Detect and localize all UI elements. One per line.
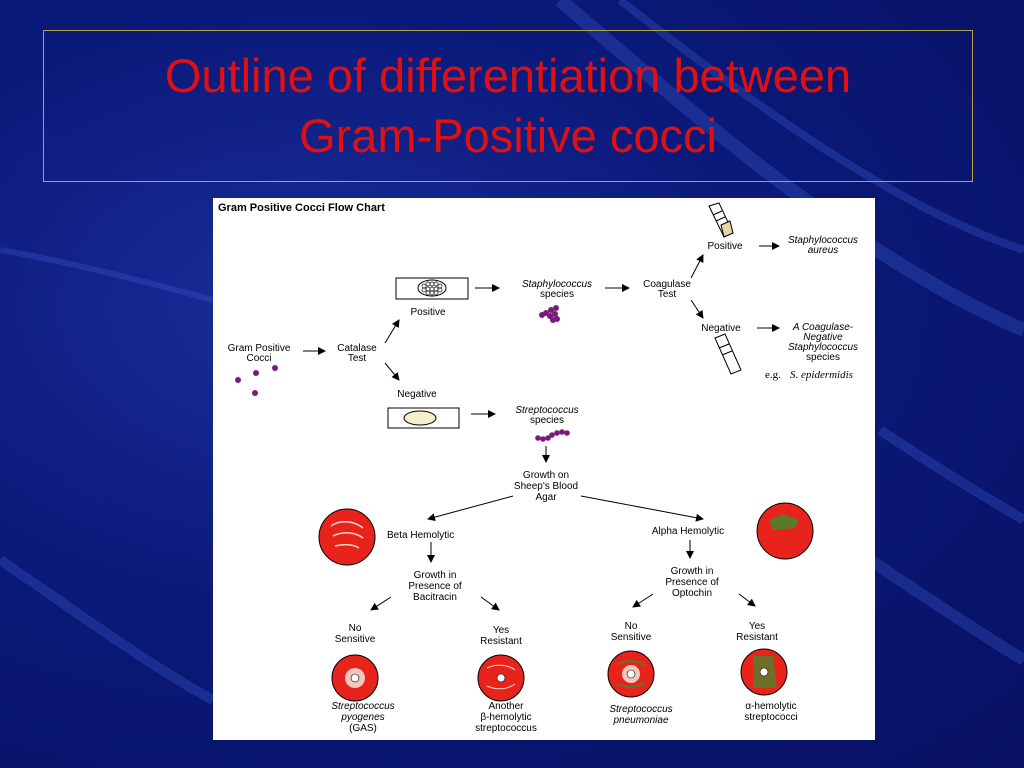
optochin-no-line1: No — [625, 621, 638, 632]
start-node-line2: Cocci — [246, 353, 271, 364]
arrow-optochin-no — [632, 593, 654, 608]
arrow-coagulase-negative — [690, 299, 704, 319]
result-alpha-line1: α-hemolytic — [745, 701, 796, 712]
bacitracin-sensitive-plate-icon — [331, 654, 379, 702]
result-pyogenes-line3: (GAS) — [349, 723, 377, 734]
result-other-beta-line3: streptococcus — [475, 723, 537, 734]
staph-node-line1: Staphylococcus — [522, 279, 592, 290]
catalase-node-line1: Catalase — [337, 343, 377, 354]
arrow-to-beta — [427, 495, 514, 522]
coagulase-negative-label: Negative — [701, 323, 741, 334]
bacitracin-yes-line2: Resistant — [480, 636, 522, 647]
cons-example-species: S. epidermidis — [790, 369, 853, 381]
gram-positive-cocci-icon — [235, 365, 278, 396]
result-pyogenes-line2: pyogenes — [340, 712, 384, 723]
optochin-line3: Optochin — [672, 588, 712, 599]
result-other-beta-line1: Another — [488, 701, 524, 712]
no-bubbles-icon — [403, 410, 437, 426]
bacitracin-line2: Presence of — [408, 581, 462, 592]
optochin-sensitive-plate-icon — [607, 650, 655, 698]
optochin-yes-line1: Yes — [749, 621, 765, 632]
coagulase-node-line2: Test — [658, 289, 677, 300]
blood-agar-line3: Agar — [535, 492, 557, 503]
arrow-bacitracin-yes — [480, 596, 500, 611]
staph-aureus-line1: Staphylococcus — [788, 235, 858, 246]
strep-node-line2: species — [530, 415, 564, 426]
bacitracin-no-line2: Sensitive — [335, 634, 376, 645]
arrow-optochin-yes — [738, 593, 756, 607]
flowchart-header: Gram Positive Cocci Flow Chart — [218, 202, 385, 214]
result-pyogenes-line1: Streptococcus — [331, 701, 394, 712]
optochin-no-line2: Sensitive — [611, 632, 652, 643]
coagulase-positive-tube-icon — [708, 202, 734, 238]
optochin-line2: Presence of — [665, 577, 719, 588]
result-alpha-line2: streptococci — [744, 712, 797, 723]
bacitracin-line3: Bacitracin — [413, 592, 457, 603]
cons-example-prefix: e.g. — [765, 369, 781, 381]
bacitracin-yes-line1: Yes — [493, 625, 509, 636]
cons-line2: Negative — [803, 332, 843, 343]
arrow-catalase-negative — [384, 362, 400, 381]
staph-cluster-icon — [539, 305, 560, 323]
arrow-coagulase-positive — [690, 254, 704, 279]
bubbles-icon — [417, 279, 447, 297]
beta-hemolytic-label: Beta Hemolytic — [387, 530, 454, 541]
slide-title-line-1: Outline of differentiation between — [164, 49, 852, 102]
flowchart-diagram: Gram Positive Cocci Flow Chart Gram Posi… — [218, 202, 858, 734]
blood-agar-line1: Growth on — [523, 470, 569, 481]
arrow-catalase-positive — [384, 319, 400, 344]
staph-node-line2: species — [540, 289, 574, 300]
bacitracin-no-line1: No — [349, 623, 362, 634]
result-other-beta-line2: β-hemolytic — [480, 712, 531, 723]
slide-title-line-2: Gram-Positive cocci — [299, 109, 717, 162]
coagulase-node-line1: Coagulase — [643, 279, 691, 290]
blood-agar-line2: Sheep's Blood — [514, 481, 578, 492]
bacitracin-resistant-plate-icon — [477, 654, 525, 702]
start-node-line1: Gram Positive — [228, 343, 291, 354]
coagulase-positive-label: Positive — [707, 241, 742, 252]
strep-node-line1: Streptococcus — [515, 405, 578, 416]
catalase-positive-label: Positive — [410, 307, 445, 318]
alpha-plate-icon — [756, 502, 814, 560]
catalase-negative-label: Negative — [397, 389, 437, 400]
optochin-line1: Growth in — [671, 566, 714, 577]
coagulase-negative-tube-icon — [714, 333, 742, 375]
result-pneumoniae-line1: Streptococcus — [609, 704, 672, 715]
alpha-hemolytic-label: Alpha Hemolytic — [652, 526, 724, 537]
optochin-yes-line2: Resistant — [736, 632, 778, 643]
cons-line3: Staphylococcus — [788, 342, 858, 353]
flowchart-panel: Gram Positive Cocci Flow Chart Gram Posi… — [213, 198, 875, 740]
beta-plate-icon — [318, 508, 376, 566]
result-pneumoniae-line2: pneumoniae — [612, 715, 668, 726]
catalase-node-line2: Test — [348, 353, 367, 364]
arrow-bacitracin-no — [370, 596, 392, 611]
bacitracin-line1: Growth in — [414, 570, 457, 581]
title-box: Outline of differentiation between Gram-… — [43, 30, 973, 182]
optochin-resistant-plate-icon — [740, 648, 788, 696]
cons-line1: A Coagulase- — [792, 322, 854, 333]
staph-aureus-line2: aureus — [808, 245, 839, 256]
arrow-to-alpha — [580, 495, 704, 522]
strep-chain-icon — [535, 429, 570, 442]
cons-line4: species — [806, 352, 840, 363]
